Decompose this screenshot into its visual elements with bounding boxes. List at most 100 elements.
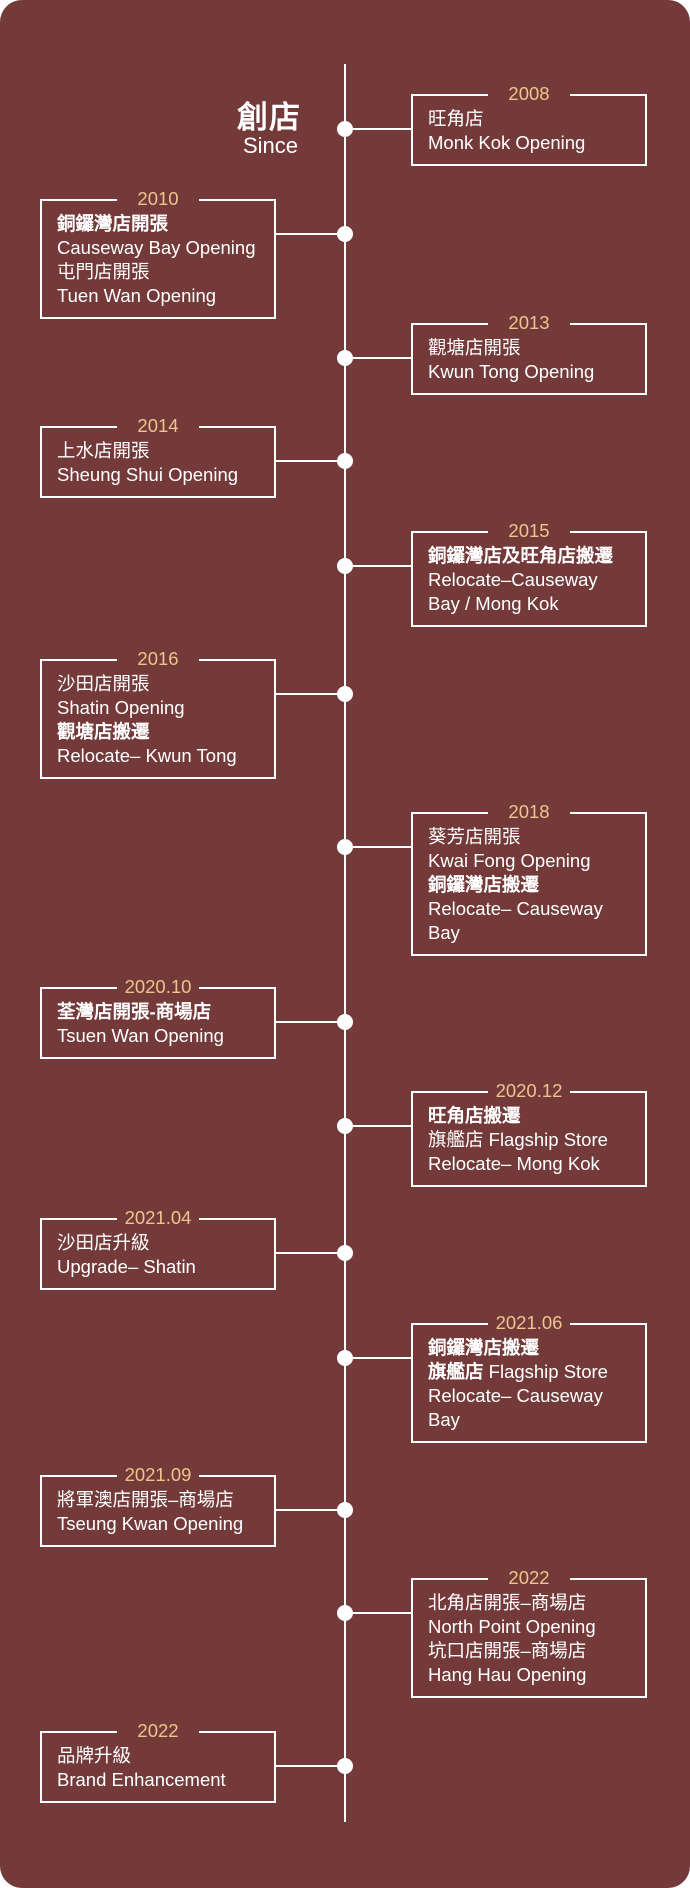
- event-line-text: 觀塘店開張: [428, 337, 521, 358]
- event-line: Relocate– Causeway: [428, 897, 645, 921]
- event-year: 2010: [117, 188, 199, 210]
- event-line: Monk Kok Opening: [428, 131, 645, 155]
- event-line-text: Bay: [428, 922, 460, 943]
- event-line-text: Tsuen Wan Opening: [57, 1025, 224, 1046]
- event-line-text: Hang Hau Opening: [428, 1664, 587, 1685]
- event-line: 沙田店開張: [57, 672, 274, 696]
- event-line-text: 將軍澳店開張–商場店: [57, 1489, 234, 1510]
- timeline-dot: [337, 558, 353, 574]
- event-connector: [345, 357, 412, 359]
- event-line-bold: 旗艦店: [428, 1361, 484, 1382]
- event-line-text: Upgrade– Shatin: [57, 1256, 196, 1277]
- event-line-bold: 旺角店搬遷: [428, 1105, 521, 1126]
- event-line-bold: 銅鑼灣店搬遷: [428, 1337, 540, 1358]
- event-line: Tseung Kwan Opening: [57, 1512, 274, 1536]
- event-connector: [275, 1509, 345, 1511]
- timeline-event: 2022 北角店開張–商場店 North Point Opening 坑口店開張–商場…: [411, 1567, 647, 1698]
- event-line-text: 上水店開張: [57, 440, 150, 461]
- event-line-text: Tseung Kwan Opening: [57, 1513, 244, 1534]
- event-year: 2022: [488, 1567, 570, 1589]
- event-line-text: 坑口店開張–商場店: [428, 1640, 587, 1661]
- event-line-text: Brand Enhancement: [57, 1769, 226, 1790]
- timeline-dot: [337, 1245, 353, 1261]
- event-line-text: Causeway Bay Opening: [57, 237, 256, 258]
- event-line: Kwai Fong Opening: [428, 849, 645, 873]
- timeline-dot: [337, 121, 353, 137]
- event-line: Bay: [428, 921, 645, 945]
- event-line: Causeway Bay Opening: [57, 236, 274, 260]
- event-line-text: 葵芳店開張: [428, 826, 521, 847]
- event-line: Relocate–Causeway: [428, 568, 645, 592]
- event-line-text: North Point Opening: [428, 1616, 596, 1637]
- timeline-dot: [337, 226, 353, 242]
- event-line-text: Bay / Mong Kok: [428, 593, 559, 614]
- event-line: Relocate– Mong Kok: [428, 1152, 645, 1176]
- event-line: 葵芳店開張: [428, 825, 645, 849]
- event-line-text: 旺角店: [428, 108, 484, 129]
- since-title-en: Since: [242, 133, 298, 158]
- timeline-dot: [337, 350, 353, 366]
- event-connector: [275, 460, 345, 462]
- event-line: 旺角店: [428, 107, 645, 131]
- event-line-bold: 銅鑼灣店開張: [57, 213, 169, 234]
- event-line-bold: 觀塘店搬遷: [57, 721, 150, 742]
- timeline-axis: [344, 64, 346, 1822]
- event-line-text: 旗艦店 Flagship Store: [428, 1129, 608, 1150]
- event-line: Tsuen Wan Opening: [57, 1024, 274, 1048]
- event-line: 銅鑼灣店及旺角店搬遷: [428, 544, 645, 568]
- event-year: 2020.10: [117, 976, 199, 998]
- event-connector: [275, 693, 345, 695]
- event-line-text: 沙田店開張: [57, 673, 150, 694]
- event-line: 荃灣店開張-商場店: [57, 1000, 274, 1024]
- event-line: 北角店開張–商場店: [428, 1591, 645, 1615]
- event-line: 屯門店開張: [57, 260, 274, 284]
- event-line: North Point Opening: [428, 1615, 645, 1639]
- event-connector: [275, 233, 345, 235]
- event-connector: [345, 1612, 412, 1614]
- event-line-text: Shatin Opening: [57, 697, 185, 718]
- event-line-text: Monk Kok Opening: [428, 132, 586, 153]
- event-connector: [345, 128, 412, 130]
- event-line: 沙田店升級: [57, 1231, 274, 1255]
- event-year: 2018: [488, 801, 570, 823]
- event-line: 觀塘店搬遷: [57, 720, 274, 744]
- event-line-text: 沙田店升級: [57, 1232, 150, 1253]
- event-line: 上水店開張: [57, 439, 274, 463]
- event-line: 銅鑼灣店搬遷: [428, 873, 645, 897]
- event-year: 2021.06: [488, 1312, 570, 1334]
- event-connector: [275, 1252, 345, 1254]
- timeline-dot: [337, 686, 353, 702]
- event-line-bold: 荃灣店開張-商場店: [57, 1001, 212, 1022]
- event-line: Brand Enhancement: [57, 1768, 274, 1792]
- event-line-text: Relocate–Causeway: [428, 569, 598, 590]
- event-connector: [345, 1357, 412, 1359]
- since-title-zh: 創店: [237, 100, 301, 135]
- event-connector: [345, 846, 412, 848]
- event-connector: [275, 1765, 345, 1767]
- event-line: 觀塘店開張: [428, 336, 645, 360]
- event-line-text: 北角店開張–商場店: [428, 1592, 587, 1613]
- event-line-text: Flagship Store: [483, 1361, 608, 1382]
- event-year: 2022: [117, 1720, 199, 1742]
- event-line-bold: 銅鑼灣店及旺角店搬遷: [428, 545, 614, 566]
- event-line: Relocate– Kwun Tong: [57, 744, 274, 768]
- timeline-event: 2020.10 荃灣店開張-商場店 Tsuen Wan Opening: [40, 976, 276, 1059]
- event-year: 2015: [488, 520, 570, 542]
- event-line-text: Kwai Fong Opening: [428, 850, 591, 871]
- event-connector: [345, 1125, 412, 1127]
- event-line-text: Kwun Tong Opening: [428, 361, 595, 382]
- event-line: Hang Hau Opening: [428, 1663, 645, 1687]
- timeline-dot: [337, 1502, 353, 1518]
- event-year: 2014: [117, 415, 199, 437]
- event-line-text: Relocate– Causeway: [428, 898, 603, 919]
- event-line: Bay / Mong Kok: [428, 592, 645, 616]
